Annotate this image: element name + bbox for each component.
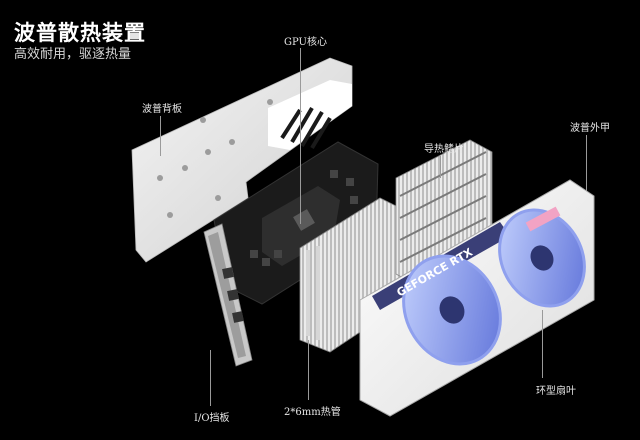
leader-ring-fans xyxy=(542,310,543,378)
callout-io-bracket: I/O挡板 xyxy=(194,413,230,424)
fan-left xyxy=(402,254,502,366)
backplate-vent-slots xyxy=(280,106,332,150)
backplate-screw-holes xyxy=(157,99,273,218)
gpu-die xyxy=(293,209,315,231)
page-title: 波普散热装置 xyxy=(14,21,146,45)
fan-right xyxy=(498,208,586,308)
callout-shroud: 波普外甲 xyxy=(570,123,610,134)
backplate xyxy=(131,57,353,263)
heatpipes xyxy=(306,246,320,340)
callout-heatsink-fins: 导热鳍片 xyxy=(424,144,464,155)
pcb-components xyxy=(250,170,358,266)
page-subtitle: 高效耐用，驱逐热量 xyxy=(14,47,132,62)
leader-io-bracket xyxy=(210,350,211,406)
callout-gpu-core: GPU核心 xyxy=(284,37,327,48)
leader-shroud xyxy=(586,135,587,191)
leader-heatsink-fins xyxy=(440,156,441,178)
fan-shroud xyxy=(359,179,595,417)
leader-heatpipes xyxy=(308,340,309,400)
leader-backplate xyxy=(160,116,161,156)
callout-heatpipes: 2*6mm热管 xyxy=(284,407,341,418)
leader-gpu-core xyxy=(300,48,301,224)
shroud-accent xyxy=(525,206,561,232)
callout-backplate: 波普背板 xyxy=(142,104,182,115)
io-bracket xyxy=(203,223,253,367)
callout-ring-fans: 环型扇叶 xyxy=(536,386,576,397)
